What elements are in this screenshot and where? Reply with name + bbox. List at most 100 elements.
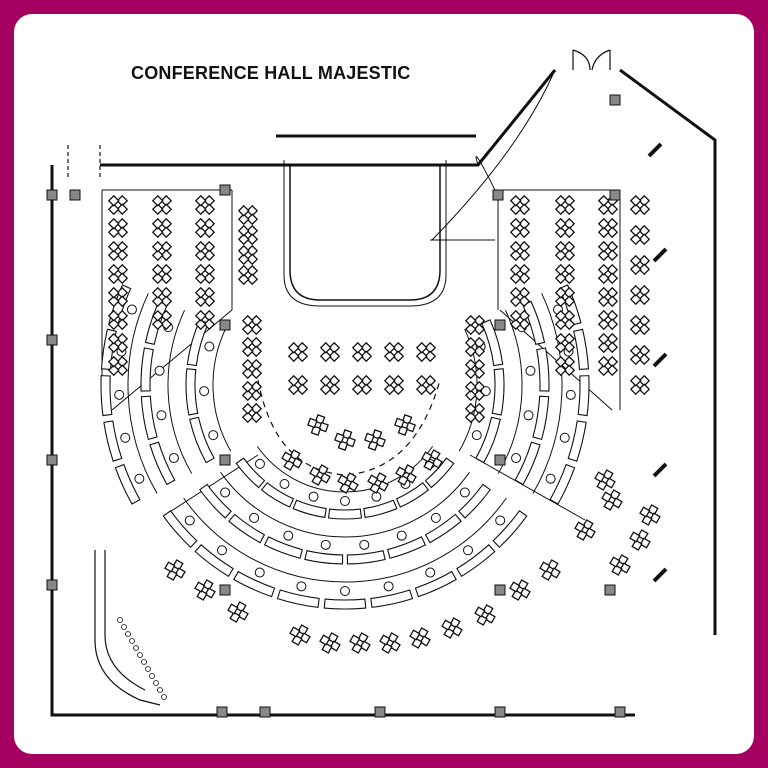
chair (287, 383, 300, 396)
chair-cluster (509, 194, 531, 216)
chair-cluster (554, 309, 576, 331)
pillar (604, 584, 616, 596)
chair-cluster (151, 217, 173, 239)
table (492, 509, 528, 549)
chair (509, 249, 522, 262)
chair-cluster (509, 217, 531, 239)
chair (629, 353, 642, 366)
table (458, 483, 491, 519)
chair-cluster (554, 240, 576, 262)
chair (246, 253, 259, 266)
chair-cluster (351, 374, 373, 396)
chair (328, 383, 341, 396)
chair (597, 355, 610, 368)
chair (107, 272, 120, 285)
chair (518, 226, 531, 239)
chair (116, 272, 129, 285)
chair (563, 318, 576, 331)
chair (554, 194, 567, 207)
table (514, 441, 541, 486)
chair (647, 504, 659, 516)
chair (597, 341, 610, 354)
chair (351, 642, 363, 654)
chair (509, 272, 522, 285)
chair (307, 417, 318, 429)
chair (395, 466, 407, 478)
chair (473, 402, 486, 415)
chair-cluster (509, 579, 531, 601)
chair (203, 295, 216, 308)
chair (509, 309, 522, 322)
chair-cluster (287, 374, 309, 396)
chair (637, 529, 649, 541)
seat (120, 432, 131, 443)
chair (194, 272, 207, 285)
chair (606, 203, 619, 216)
chair (424, 350, 437, 363)
chair (415, 341, 428, 354)
chair (107, 217, 120, 230)
chair-cluster (194, 263, 216, 285)
chair-cluster (151, 240, 173, 262)
chair-cluster (334, 429, 356, 451)
chair-cluster (629, 194, 651, 216)
chair-cluster (554, 332, 576, 354)
table (536, 347, 550, 392)
table (185, 368, 199, 416)
table (162, 509, 198, 549)
chair (596, 479, 608, 491)
chair (411, 637, 423, 649)
chair (509, 286, 522, 299)
seat (154, 365, 165, 376)
chair-cluster (409, 627, 431, 649)
chair (606, 341, 619, 354)
chair-cluster (415, 341, 437, 363)
chair (629, 374, 642, 387)
chair-cluster (107, 240, 129, 262)
chair (638, 383, 651, 396)
table (346, 550, 386, 565)
chair (484, 612, 496, 624)
chair (629, 224, 642, 237)
seat (425, 567, 436, 578)
chair (429, 449, 441, 461)
chair-cluster (464, 402, 486, 424)
chair (619, 562, 631, 574)
chair (554, 226, 567, 239)
chair (164, 561, 176, 573)
chair (107, 355, 120, 368)
chair (604, 477, 616, 489)
seat (463, 545, 474, 556)
table (475, 416, 501, 464)
chair-cluster (509, 309, 531, 331)
chair (563, 240, 576, 253)
chair (314, 414, 326, 425)
chair (383, 341, 396, 354)
chair (151, 309, 164, 322)
chair-cluster (151, 263, 173, 285)
chair (554, 309, 567, 322)
chair (518, 286, 531, 299)
left-seat-block-frame (101, 189, 233, 380)
chair (166, 569, 178, 581)
pillar (259, 706, 271, 718)
table (199, 483, 232, 519)
chair-cluster (601, 489, 623, 511)
chair (554, 364, 567, 377)
chair (107, 194, 120, 207)
chair (554, 286, 567, 299)
aisle-left (111, 309, 259, 516)
table (304, 550, 344, 565)
service-corridor (94, 550, 161, 706)
chair-cluster (379, 632, 401, 654)
pillar (219, 454, 231, 466)
chair (341, 429, 353, 440)
chair (328, 350, 341, 363)
chair (237, 233, 250, 246)
corridor-seat (141, 659, 147, 665)
chair (241, 402, 254, 415)
chair (563, 263, 576, 276)
chair (351, 383, 364, 396)
table-row-arc (100, 284, 158, 505)
table (263, 536, 303, 559)
